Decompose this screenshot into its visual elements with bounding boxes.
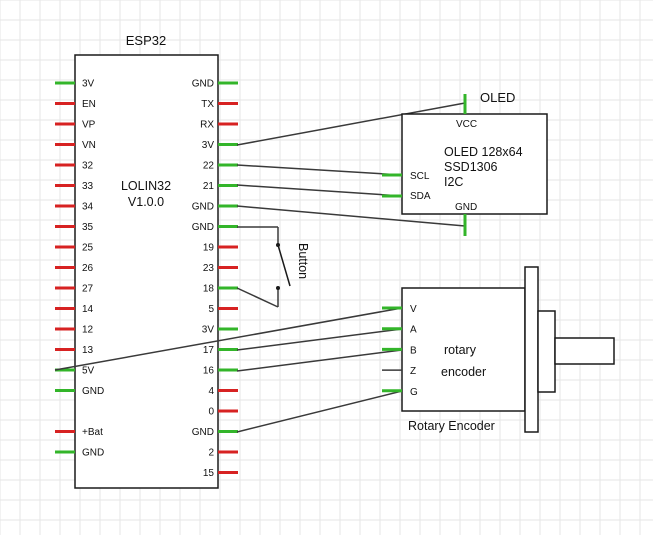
encoder-pin-label: G: [410, 387, 418, 398]
esp32-title: ESP32: [126, 33, 166, 48]
esp32-left-pin-label: 26: [82, 263, 94, 274]
encoder-shaft: [554, 337, 615, 365]
wires: [54, 102, 466, 433]
esp32-left-pin-label: 25: [82, 243, 94, 254]
wire-gnd-to-oled-gnd: [236, 205, 466, 227]
encoder-body: [401, 287, 526, 412]
oled-driver: SSD1306: [444, 160, 498, 174]
oled-pin-sda-label: SDA: [410, 191, 431, 202]
esp32-left-pin-label: 5V: [82, 366, 95, 377]
esp32-right-pin-label: GND: [192, 202, 214, 213]
esp32-outline: [74, 54, 219, 489]
esp32-right-pin-label: 2: [208, 448, 214, 459]
encoder-pin-label: B: [410, 345, 417, 356]
esp32-right-pin-label: 19: [203, 243, 215, 254]
esp32-right-pin-label: 3V: [202, 140, 215, 151]
esp32-left-pin-label: GND: [82, 386, 104, 397]
esp32-right-pin-label: GND: [192, 427, 214, 438]
esp32-left-pin-label: VP: [82, 120, 96, 131]
oled-interface: I2C: [444, 175, 463, 189]
wire-17-to-encoder-a: [236, 328, 403, 351]
esp32-right-pin-label: 22: [203, 161, 215, 172]
esp32-left-pin-label: 13: [82, 345, 94, 356]
wire-18-to-button: [236, 287, 279, 308]
wire-21-to-oled-sda: [236, 184, 403, 197]
esp32-right-pin-label: 4: [208, 386, 214, 397]
esp32-left-pin-label: EN: [82, 99, 96, 110]
button-switch-lever: [277, 244, 291, 287]
oled-pin-gnd-label: GND: [455, 202, 477, 213]
esp32-board-version: V1.0.0: [128, 195, 164, 209]
oled-pin-vcc-label: VCC: [456, 119, 477, 130]
esp32-right-pin-label: 5: [208, 304, 214, 315]
esp32-right-pin-label: 3V: [202, 325, 215, 336]
button-contact-bottom: [276, 286, 280, 290]
button-switch: Button: [276, 243, 310, 290]
esp32-right-pin-label: GND: [192, 222, 214, 233]
esp32-left-pin-label: 35: [82, 222, 94, 233]
button-contact-top: [276, 243, 280, 247]
esp32-left-pin-label: 14: [82, 304, 94, 315]
encoder-body-line1: rotary: [444, 343, 477, 357]
encoder-pin-label: A: [410, 325, 417, 336]
encoder-body-line2: encoder: [441, 365, 486, 379]
oled-title: OLED: [480, 90, 515, 105]
esp32-right-pin-label: RX: [200, 120, 214, 131]
esp32-left-pin-label: +Bat: [82, 427, 103, 438]
esp32-left-pin-label: 33: [82, 181, 94, 192]
esp32-right-pin-label: 18: [203, 284, 215, 295]
esp32-right-pin-label: 21: [203, 181, 215, 192]
wire-22-to-oled-scl: [236, 164, 403, 176]
encoder-pin-label: V: [410, 304, 417, 315]
oled-model: OLED 128x64: [444, 145, 523, 159]
encoder-title: Rotary Encoder: [408, 419, 495, 433]
oled-module: OLED OLED 128x64 SSD1306 I2C VCC SCL SDA…: [382, 90, 548, 236]
esp32-left-pin-label: 12: [82, 325, 94, 336]
esp32-left-pin-label: 34: [82, 202, 94, 213]
wire-5v-to-encoder-v: [54, 307, 403, 371]
wire-gnd-to-encoder-g: [236, 390, 403, 433]
oled-outline: [401, 113, 548, 215]
wire-3v-to-oled-vcc: [236, 102, 466, 146]
esp32-right-pin-label: 16: [203, 366, 215, 377]
esp32-left-pin-label: VN: [82, 140, 96, 151]
esp32-board: ESP32 LOLIN32 V1.0.0 3VENVPVN32333435252…: [55, 33, 238, 489]
esp32-right-pin-label: 17: [203, 345, 215, 356]
esp32-right-pin-label: GND: [192, 79, 214, 90]
oled-pin-scl-label: SCL: [410, 171, 430, 182]
encoder-flange: [524, 266, 539, 433]
button-label: Button: [296, 243, 310, 279]
esp32-right-pin-label: 0: [208, 407, 214, 418]
esp32-right-pin-label: TX: [201, 99, 214, 110]
wire-16-to-encoder-b: [236, 349, 403, 372]
encoder-collar: [537, 310, 556, 393]
esp32-left-pin-label: GND: [82, 448, 104, 459]
esp32-left-pin-label: 32: [82, 161, 94, 172]
esp32-left-pin-label: 3V: [82, 79, 95, 90]
esp32-left-pin-label: 27: [82, 284, 94, 295]
esp32-right-pin-label: 15: [203, 468, 215, 479]
esp32-right-pin-label: 23: [203, 263, 215, 274]
encoder-pin-label: Z: [410, 366, 416, 377]
esp32-board-name: LOLIN32: [121, 179, 171, 193]
